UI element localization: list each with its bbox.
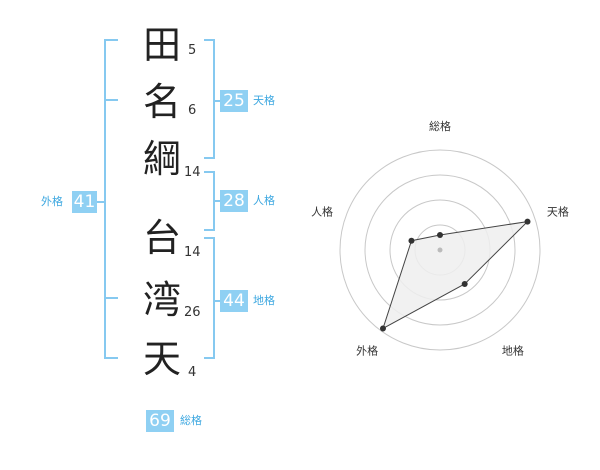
radar-point-4 [379, 325, 386, 332]
stroke-count-3: 14 [184, 165, 201, 180]
radar-axis-label-5: 人格 [311, 205, 333, 219]
gaikaku-bracket [104, 39, 118, 359]
stroke-count-2: 6 [188, 103, 197, 118]
radar-axis-label-1: 総格 [429, 119, 451, 133]
chikaku-bracket [204, 237, 215, 359]
jinkaku-value-badge: 28 [220, 190, 248, 212]
tenkaku-label: 天格 [253, 94, 275, 107]
stroke-count-1: 5 [188, 43, 197, 58]
name-char-1: 田 [142, 23, 181, 67]
radar-axis-label-4: 外格 [356, 343, 378, 357]
gaikaku-value-badge: 41 [72, 191, 97, 213]
radar-point-5 [408, 237, 415, 244]
name-char-6: 天 [142, 337, 181, 381]
radar-point-1 [437, 232, 443, 238]
tenkaku-value-badge: 25 [220, 90, 248, 112]
gaikaku-label: 外格 [41, 195, 63, 208]
radar-point-2 [524, 218, 531, 225]
name-char-5: 湾 [142, 278, 181, 322]
jinkaku-label: 人格 [253, 194, 275, 207]
stroke-count-4: 14 [184, 245, 201, 260]
tenkaku-bracket [204, 39, 215, 159]
chikaku-value-badge: 44 [220, 290, 248, 312]
stroke-count-6: 4 [188, 365, 197, 380]
radar-ring-3 [364, 174, 516, 326]
radar-ring-4 [339, 149, 541, 351]
chikaku-label: 地格 [253, 294, 275, 307]
radar-data-polygon [382, 220, 529, 330]
name-char-4: 台 [142, 216, 181, 260]
radar-axis-label-3: 地格 [502, 343, 524, 357]
name-char-3: 綱 [142, 137, 181, 181]
soukaku-label: 総格 [180, 414, 202, 427]
name-char-2: 名 [142, 80, 181, 124]
radar-center-dot [437, 247, 443, 253]
radar-axis-label-2: 天格 [547, 205, 569, 219]
stroke-count-5: 26 [184, 305, 201, 320]
soukaku-value-badge: 69 [146, 410, 174, 432]
radar-point-3 [461, 280, 468, 287]
